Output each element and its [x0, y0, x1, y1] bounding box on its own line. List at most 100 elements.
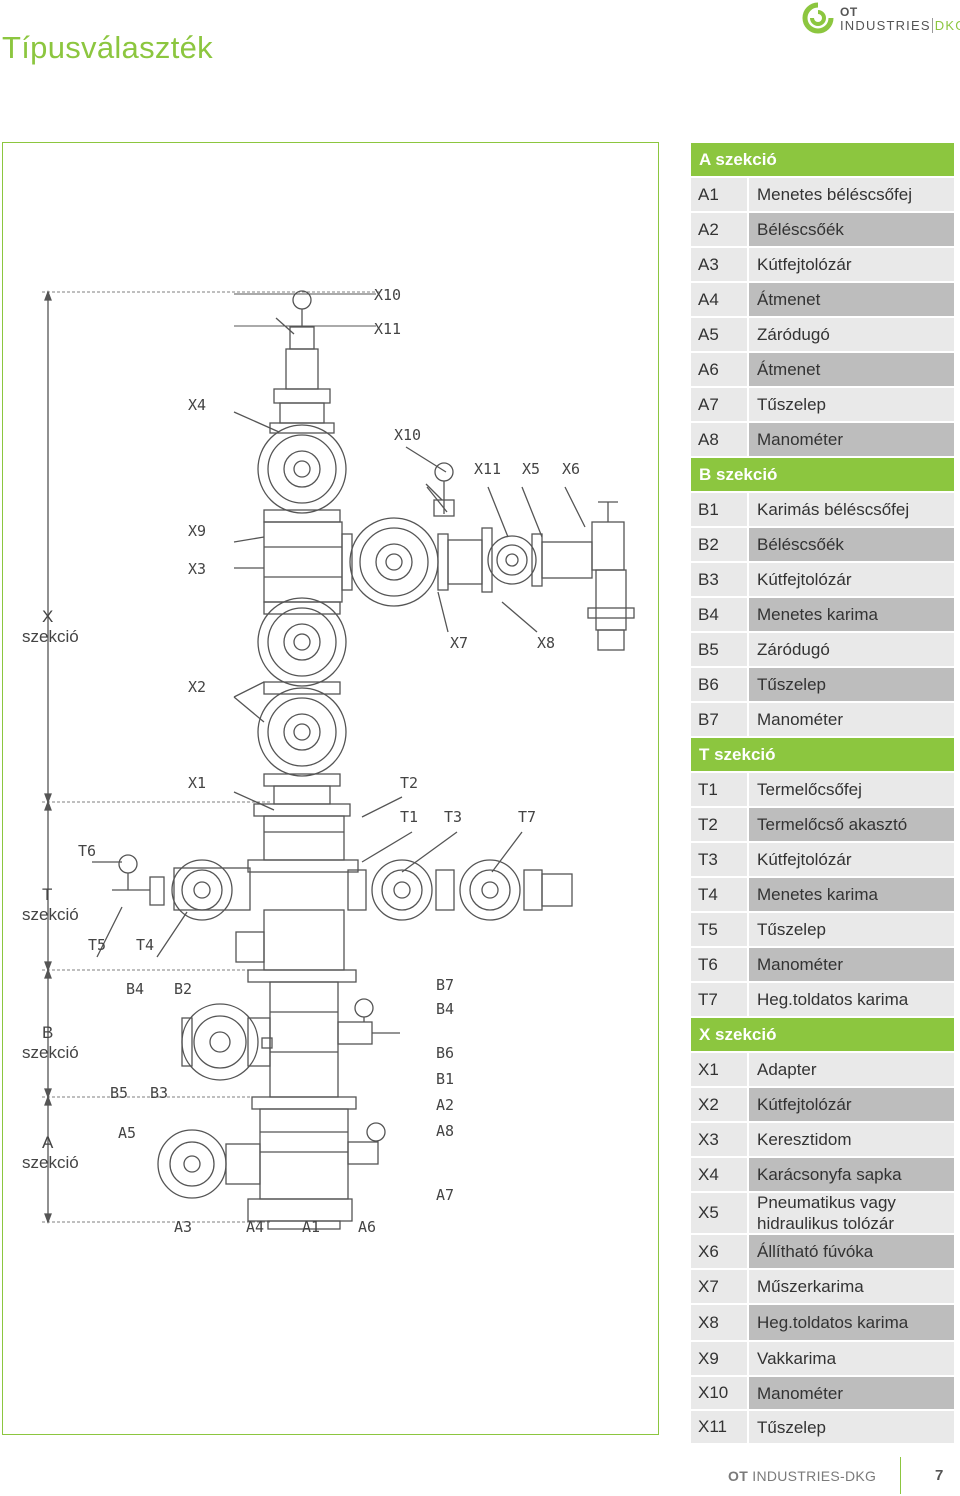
diagram-label-x10-top: X10 [374, 286, 401, 304]
part-description: Manométer [749, 703, 954, 736]
section-t-letter: T [42, 885, 52, 904]
part-description: Karimás béléscsőfej [749, 493, 954, 526]
section-b-word: szekció [22, 1043, 79, 1062]
part-code: T2 [691, 808, 747, 841]
part-code: A3 [691, 248, 747, 281]
diagram-label-b5: B5 [110, 1084, 128, 1102]
part-description: Béléscsőék [749, 213, 954, 246]
part-description: Keresztidom [749, 1123, 954, 1156]
section-x-letter: X [42, 607, 53, 626]
diagram-label-x10-wing: X10 [394, 426, 421, 444]
section-header: T szekció [691, 738, 954, 771]
part-code: T5 [691, 913, 747, 946]
part-code: X10 [691, 1377, 747, 1409]
part-description: Karácsonyfa sapka [749, 1158, 954, 1191]
part-description: Kútfejtolózár [749, 1088, 954, 1121]
part-description: Kútfejtolózár [749, 248, 954, 281]
part-code: A6 [691, 353, 747, 386]
diagram-label-x6: X6 [562, 460, 580, 478]
logo-mark-icon [802, 2, 834, 34]
page-number: 7 [935, 1467, 944, 1484]
part-description: Manométer [749, 948, 954, 981]
part-code: T3 [691, 843, 747, 876]
part-description: Heg.toldatos karima [749, 1305, 954, 1340]
part-code: T6 [691, 948, 747, 981]
section-t-word: szekció [22, 905, 79, 924]
diagram-label-x3: X3 [188, 560, 206, 578]
part-description: Átmenet [749, 283, 954, 316]
part-description: Tűszelep [749, 388, 954, 421]
section-a-letter: A [42, 1133, 54, 1152]
part-description: Pneumatikus vagy hidraulikus tolózár [749, 1193, 954, 1233]
part-description: Menetes karima [749, 878, 954, 911]
part-code: B5 [691, 633, 747, 666]
part-description: Termelőcső akasztó [749, 808, 954, 841]
part-description: Tűszelep [749, 913, 954, 946]
diagram-label-t4: T4 [136, 936, 154, 954]
diagram-label-b7: B7 [436, 976, 454, 994]
part-code: T4 [691, 878, 747, 911]
diagram-label-a7: A7 [436, 1186, 454, 1204]
part-code: T7 [691, 983, 747, 1016]
footer-brand: OT INDUSTRIES-DKG [728, 1468, 877, 1484]
part-code: X4 [691, 1158, 747, 1191]
footer-divider [900, 1457, 901, 1494]
part-description: Manométer [749, 1377, 954, 1409]
part-description: Tűszelep [749, 668, 954, 701]
part-code: X3 [691, 1123, 747, 1156]
section-header: X szekció [691, 1018, 954, 1051]
part-description: Béléscsőék [749, 528, 954, 561]
part-code: X5 [691, 1193, 747, 1233]
page-title: Típusválaszték [2, 30, 213, 65]
section-a-word: szekció [22, 1153, 79, 1172]
diagram-label-x9: X9 [188, 522, 206, 540]
diagram-label-t2: T2 [400, 774, 418, 792]
part-code: T1 [691, 773, 747, 806]
diagram-label-x11-top: X11 [374, 320, 401, 338]
diagram-label-b3: B3 [150, 1084, 168, 1102]
diagram-label-t6: T6 [78, 842, 96, 860]
diagram-label-t1: T1 [400, 808, 418, 826]
logo-line2: INDUSTRIESDKG [840, 18, 960, 33]
part-code: X7 [691, 1270, 747, 1303]
diagram-label-x11-wing: X11 [474, 460, 501, 478]
diagram-label-x7: X7 [450, 634, 468, 652]
part-code: X2 [691, 1088, 747, 1121]
diagram-label-x4: X4 [188, 396, 206, 414]
diagram-label-a3: A3 [174, 1218, 192, 1236]
section-header: B szekció [691, 458, 954, 491]
section-b-letter: B [42, 1023, 53, 1042]
part-description: Műszerkarima [749, 1270, 954, 1303]
part-description: Állítható fúvóka [749, 1235, 954, 1268]
part-code: B2 [691, 528, 747, 561]
part-description: Tűszelep [749, 1411, 954, 1443]
part-code: A2 [691, 213, 747, 246]
diagram-label-a5: A5 [118, 1124, 136, 1142]
section-header: A szekció [691, 143, 954, 176]
part-code: X8 [691, 1305, 747, 1340]
diagram-label-x5: X5 [522, 460, 540, 478]
part-description: Menetes karima [749, 598, 954, 631]
part-code: B7 [691, 703, 747, 736]
